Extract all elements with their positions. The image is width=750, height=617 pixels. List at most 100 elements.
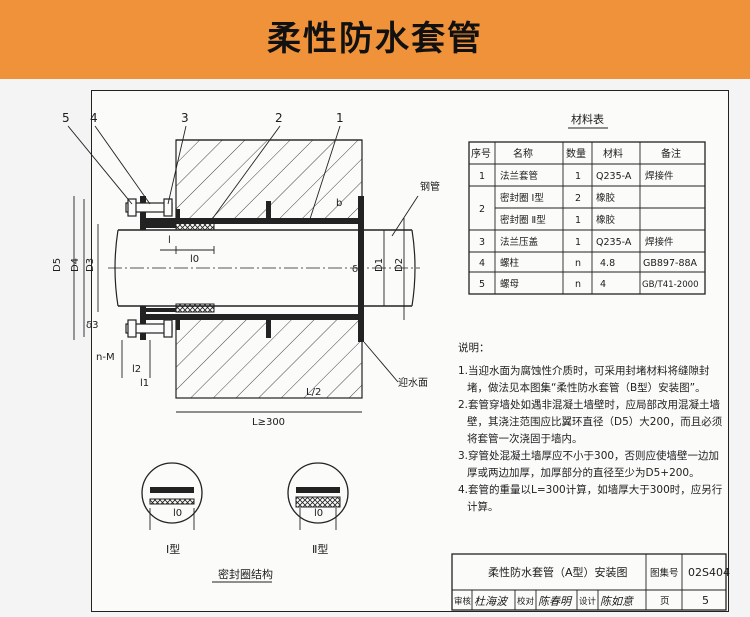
label-water-side: 迎水面 [398,377,428,389]
cell: 1 [575,171,581,182]
cell: 1 [575,215,581,226]
cell: 法兰压盖 [500,236,539,248]
cell: 4.8 [600,258,615,269]
dim-l0: l0 [190,254,199,265]
cell: 3 [479,237,485,248]
th-index: 序号 [471,147,491,160]
callout-numbers: 5 4 3 2 1 [62,111,344,125]
label-steel-pipe: 钢管 [420,180,440,193]
page-number: 5 [702,594,709,607]
dim-l2: l2 [132,364,141,375]
cell: 法兰套管 [500,170,538,182]
table-row: 3 法兰压盖 1 Q235-A 焊接件 [479,236,674,248]
page-label: 页 [660,596,670,607]
dim-length: L≥300 [252,417,285,428]
callout-2: 2 [275,111,283,125]
table-row: 密封圈 Ⅱ型 1 橡胶 [500,214,616,226]
dim-b: b [336,198,342,209]
dim-delta3: δ3 [86,320,98,331]
cell: GB/T41-2000 [642,280,699,290]
seal-detail-type1: l0 Ⅰ型 [141,462,203,556]
flange-gland [140,196,176,340]
check-label: 校对 [517,596,535,607]
dim-l1: l1 [140,378,149,389]
checker-signature: 陈春明 [538,595,573,608]
dim-nm: n-M [96,352,115,363]
material-table-title: 材料表 [571,112,604,126]
th-remark: 备注 [661,147,681,160]
cell: 橡胶 [596,192,616,204]
callout-5: 5 [62,111,70,125]
table-row: 1 法兰套管 1 Q235-A 焊接件 [479,170,674,182]
dim-l: l [168,235,171,246]
title-block: 柔性防水套管（A型）安装图 图集号 02S404 审核 杜海波 校对 陈春明 设… [451,553,730,611]
notes-heading: 说明： [458,342,490,354]
detail-dim-type1: l0 [173,508,182,519]
atlas-label: 图集号 [650,567,679,579]
seal-rings [175,221,215,313]
dim-d1: D1 [374,258,385,272]
concrete-wall [175,139,363,399]
cell: Q235-A [596,237,632,248]
cell: 4 [600,279,606,290]
th-name: 名称 [513,147,533,160]
cell: GB897-88A [643,258,698,269]
callout-4: 4 [90,111,98,125]
table-row: 4 螺柱 n 4.8 GB897-88A [479,257,698,269]
cell: 5 [479,279,485,290]
dim-half: L/2 [306,387,321,398]
atlas-number: 02S404 [688,566,730,579]
drawing-title: 柔性防水套管（A型）安装图 [488,565,628,579]
detail-dim-type2: l0 [314,508,323,519]
page-title: 柔性防水套管 [267,19,483,59]
review-label: 审核 [454,596,472,607]
cell: 2 [575,193,581,204]
note-item: 2.套管穿墙处如遇非混凝土墙壁时，应局部改用混凝土墙壁，其浇注范围应比翼环直径（… [458,399,723,445]
cell: Q235-A [596,171,632,182]
steel-pipe [108,229,420,307]
cell: n [575,258,581,269]
cell: 2 [479,204,485,215]
cell: 1 [575,237,581,248]
detail-label-type1: Ⅰ型 [166,542,180,556]
reviewer-signature: 杜海波 [474,595,509,608]
seal-structure-caption: 密封圈结构 [218,567,273,581]
cell: 螺柱 [500,257,520,269]
detail-label-type2: Ⅱ型 [312,542,328,556]
title-banner [0,0,750,79]
note-item: 4.套管的重量以L=300计算，如墙厚大于300时，应另行计算。 [458,484,723,513]
cell: n [575,279,581,290]
callout-leaders [67,125,419,383]
designer-signature: 陈如意 [600,595,634,608]
cell: 1 [479,171,485,182]
dimension-lines [73,196,405,413]
table-row: 5 螺母 n 4 GB/T41-2000 [479,279,699,290]
bolts [125,198,173,338]
cell: 焊接件 [645,236,674,248]
design-label: 设计 [579,596,597,607]
cell: 密封圈 Ⅱ型 [500,214,546,226]
dim-d5: D5 [52,258,63,272]
cell: 焊接件 [645,170,674,182]
dim-delta: δ [352,264,358,275]
dimension-labels: D5 D4 D3 D1 D2 δ δ3 l l0 l2 l1 n-M L/2 L… [52,180,440,428]
dim-d4: D4 [70,258,81,272]
th-material: 材料 [603,147,623,160]
installation-notes: 说明： 1.当迎水面为腐蚀性介质时，可采用封堵材料将缝隙封堵，做法见本图集“柔性… [458,340,728,516]
cell: 橡胶 [596,214,616,226]
material-table-header: 序号 名称 数量 材料 备注 [471,147,681,160]
th-qty: 数量 [566,147,586,160]
callout-1: 1 [336,111,344,125]
cell: 螺母 [500,279,519,290]
note-item: 3.穿管处混凝土墙厚应不小于300，否则应使墙壁一边加厚或两边加厚，加厚部分的直… [458,450,720,479]
dim-d2: D2 [394,258,405,272]
cell: 密封圈 Ⅰ型 [500,192,544,204]
cell: 4 [479,258,485,269]
material-table: 材料表 序号 名称 数量 材料 备注 1 法兰套管 1 Q235-A 焊接件 2 [468,112,706,295]
table-row: 2 密封圈 Ⅰ型 2 橡胶 [479,192,616,215]
callout-3: 3 [181,111,189,125]
note-item: 1.当迎水面为腐蚀性介质时，可采用封堵材料将缝隙封堵，做法见本图集“柔性防水套管… [458,365,710,394]
flanged-sleeve [142,196,364,342]
dim-d3: D3 [85,258,96,272]
